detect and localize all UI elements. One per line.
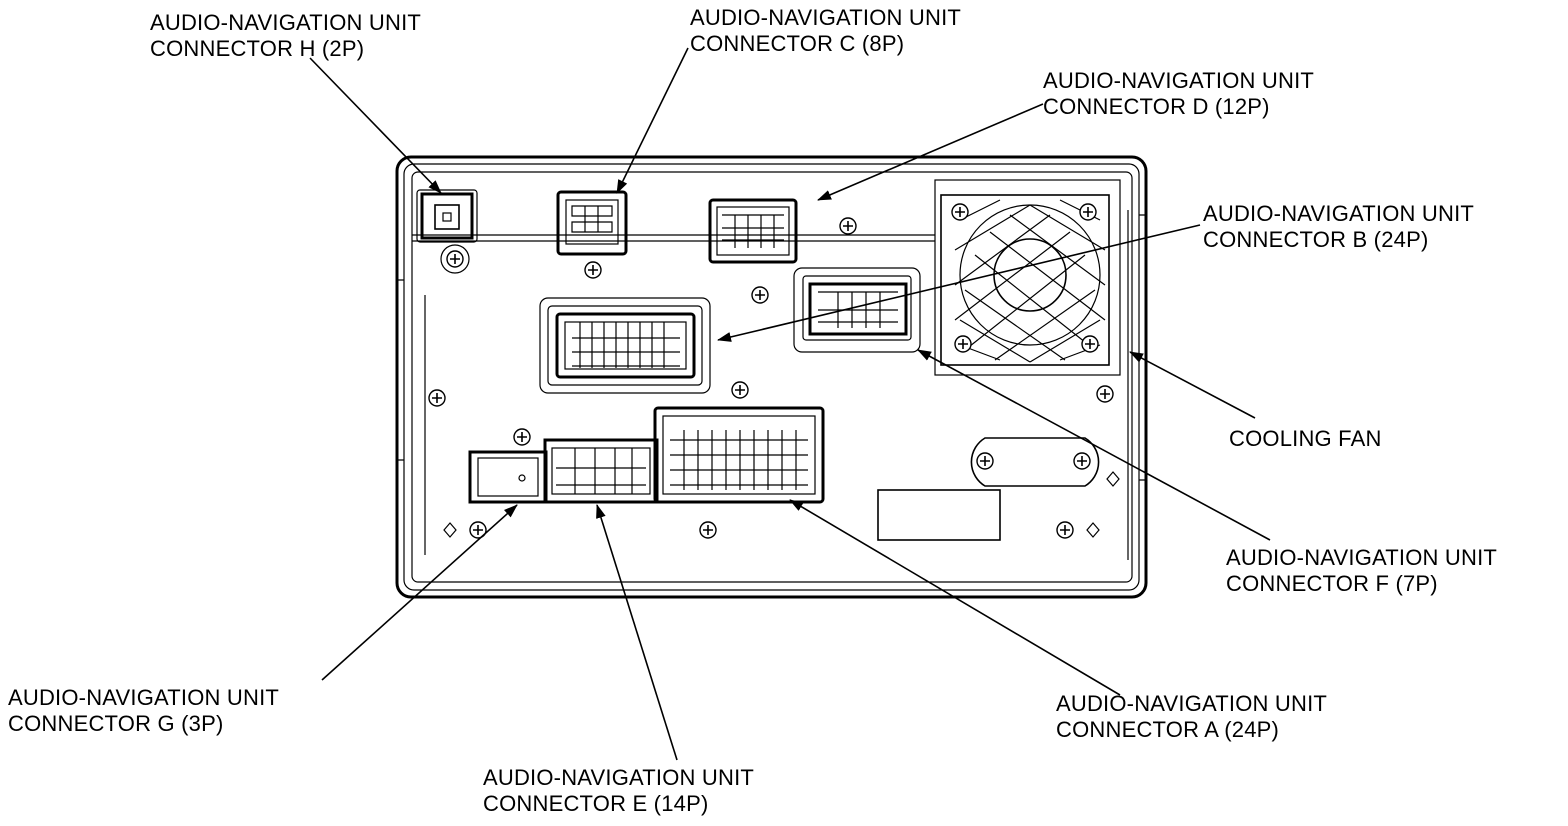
label-connector-h-line2: CONNECTOR H (2P) <box>150 36 365 61</box>
connector-b <box>539 286 769 399</box>
label-connector-b-line1: AUDIO-NAVIGATION UNIT <box>1203 201 1475 226</box>
label-connector-b-line2: CONNECTOR B (24P) <box>1203 227 1429 252</box>
connector-c <box>556 190 628 279</box>
connector-d <box>708 198 857 264</box>
label-connector-c-line2: CONNECTOR C (8P) <box>690 31 905 56</box>
connector-g <box>468 428 548 504</box>
label-connector-c-line1: AUDIO-NAVIGATION UNIT <box>690 5 962 30</box>
label-connector-c: AUDIO-NAVIGATION UNIT CONNECTOR C (8P) <box>690 5 961 57</box>
label-connector-h-line1: AUDIO-NAVIGATION UNIT <box>150 10 422 35</box>
label-connector-g: AUDIO-NAVIGATION UNIT CONNECTOR G (3P) <box>8 685 279 737</box>
label-connector-e-line1: AUDIO-NAVIGATION UNIT <box>483 765 755 790</box>
label-connector-a-line1: AUDIO-NAVIGATION UNIT <box>1056 691 1328 716</box>
label-connector-e: AUDIO-NAVIGATION UNIT CONNECTOR E (14P) <box>483 765 754 817</box>
label-connector-e-line2: CONNECTOR E (14P) <box>483 791 709 816</box>
label-connector-d: AUDIO-NAVIGATION UNIT CONNECTOR D (12P) <box>1043 68 1314 120</box>
label-connector-h: AUDIO-NAVIGATION UNIT CONNECTOR H (2P) <box>150 10 421 62</box>
bracket-plate <box>877 437 1100 541</box>
label-connector-a: AUDIO-NAVIGATION UNIT CONNECTOR A (24P) <box>1056 691 1327 743</box>
label-connector-f: AUDIO-NAVIGATION UNIT CONNECTOR F (7P) <box>1226 545 1497 597</box>
leader-lines <box>309 47 1271 761</box>
label-cooling-fan: COOLING FAN <box>1229 426 1382 452</box>
label-connector-b: AUDIO-NAVIGATION UNIT CONNECTOR B (24P) <box>1203 201 1474 253</box>
label-connector-f-line1: AUDIO-NAVIGATION UNIT <box>1226 545 1498 570</box>
connector-h <box>416 189 478 274</box>
label-connector-g-line2: CONNECTOR G (3P) <box>8 711 224 736</box>
label-connector-a-line2: CONNECTOR A (24P) <box>1056 717 1280 742</box>
unit-housing <box>395 155 1148 599</box>
connector-a <box>653 406 825 504</box>
label-connector-d-line1: AUDIO-NAVIGATION UNIT <box>1043 68 1315 93</box>
cooling-fan <box>934 179 1121 376</box>
label-connector-g-line1: AUDIO-NAVIGATION UNIT <box>8 685 280 710</box>
connector-e <box>543 438 659 504</box>
label-connector-d-line2: CONNECTOR D (12P) <box>1043 94 1270 119</box>
connector-f <box>793 267 921 353</box>
mounting-screws <box>428 385 1120 539</box>
label-cooling-fan-line1: COOLING FAN <box>1229 426 1382 451</box>
label-connector-f-line2: CONNECTOR F (7P) <box>1226 571 1438 596</box>
